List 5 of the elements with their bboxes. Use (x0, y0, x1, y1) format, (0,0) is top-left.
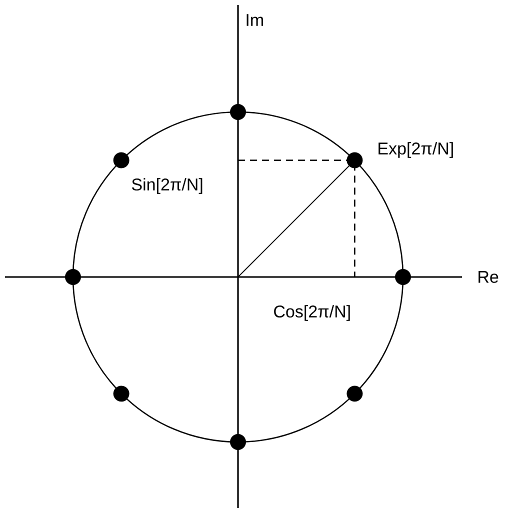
axis-label: Sin[2π/N] (132, 178, 202, 194)
axis-label: Exp[2π/N] (378, 142, 453, 158)
axis-label: Cos[2π/N] (274, 305, 350, 321)
axis-label: Im (246, 14, 263, 26)
axis-label: Re (478, 271, 498, 283)
